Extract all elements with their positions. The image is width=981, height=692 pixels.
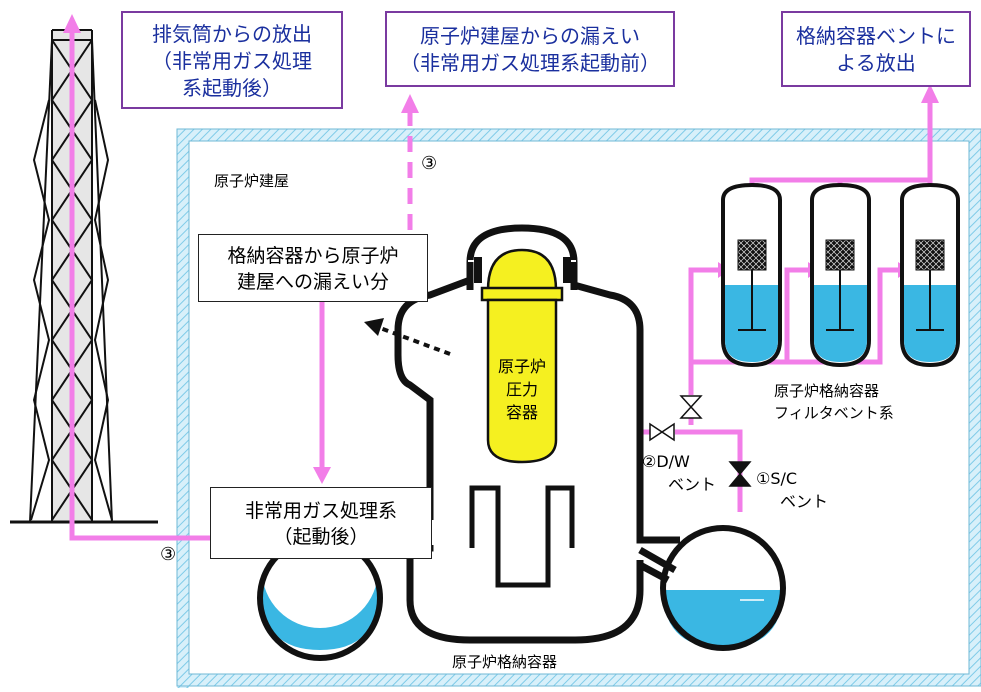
rpv-label-line-2: 圧力 bbox=[505, 380, 538, 399]
filter-vessel-2 bbox=[810, 182, 871, 368]
sgts-box: 非常用ガス処理系 （起動後） bbox=[210, 487, 432, 559]
suppression-chamber-right bbox=[660, 525, 786, 651]
filter-vessel-1 bbox=[721, 182, 782, 368]
callout-vent-line-1: 格納容器ベントに bbox=[796, 24, 956, 48]
callout-building-leak: 原子炉建屋からの漏えい （非常用ガス処理系起動前） bbox=[385, 11, 675, 87]
callout-stack-release: 排気筒からの放出 （非常用ガス処理 系起動後） bbox=[121, 11, 343, 109]
dw-vent-label: ②D/W ベント bbox=[642, 450, 716, 496]
reactor-pressure-vessel bbox=[474, 248, 571, 464]
callout-building-line-2: （非常用ガス処理系起動前） bbox=[400, 51, 660, 75]
rpv-label-line-3: 容器 bbox=[505, 403, 538, 422]
leak-arrow-icon bbox=[364, 318, 451, 356]
rpv-label-line-1: 原子炉 bbox=[497, 357, 546, 376]
filter-vessels bbox=[721, 182, 960, 368]
valve-icon bbox=[649, 395, 752, 487]
reactor-building-label: 原子炉建屋 bbox=[214, 172, 290, 190]
callout-building-line-1: 原子炉建屋からの漏えい bbox=[420, 24, 640, 48]
filter-vent-line-1: 原子炉格納容器 bbox=[774, 382, 880, 400]
path-marker-bottom: ③ bbox=[160, 544, 177, 565]
pcv-label: 原子炉格納容器 bbox=[452, 653, 558, 671]
path-marker-top: ③ bbox=[421, 153, 438, 174]
sc-vent-line-2: ベント bbox=[780, 492, 829, 511]
dw-vent-line-2: ベント bbox=[668, 475, 717, 494]
callout-stack-line-3: 系起動後） bbox=[182, 76, 282, 100]
callout-vent-line-2: よる放出 bbox=[836, 51, 916, 75]
filter-vent-line-2: フィルタベント系 bbox=[774, 404, 894, 422]
leak-box-line-1: 格納容器から原子炉 bbox=[227, 245, 399, 267]
leak-box-line-2: 建屋への漏えい分 bbox=[236, 271, 389, 293]
sgts-box-line-1: 非常用ガス処理系 bbox=[244, 500, 397, 522]
reactor-building-wall bbox=[176, 128, 981, 688]
callout-stack-line-2: （非常用ガス処理 bbox=[152, 49, 312, 73]
sc-vent-line-1: ①S/C bbox=[756, 469, 798, 488]
sc-vent-label: ①S/C ベント bbox=[756, 467, 828, 513]
callout-stack-line-1: 排気筒からの放出 bbox=[152, 22, 312, 46]
filter-vent-label: 原子炉格納容器 フィルタベント系 bbox=[774, 380, 894, 424]
release-paths bbox=[69, 30, 933, 541]
filter-vessel-3 bbox=[900, 182, 960, 368]
leak-to-building-box: 格納容器から原子炉 建屋への漏えい分 bbox=[198, 234, 428, 302]
pedestal bbox=[469, 485, 575, 588]
sgts-box-line-2: （起動後） bbox=[273, 526, 369, 548]
rpv-label: 原子炉 圧力 容器 bbox=[492, 355, 552, 424]
dw-vent-line-1: ②D/W bbox=[642, 452, 690, 471]
callout-vent-release: 格納容器ベントに よる放出 bbox=[781, 11, 971, 87]
